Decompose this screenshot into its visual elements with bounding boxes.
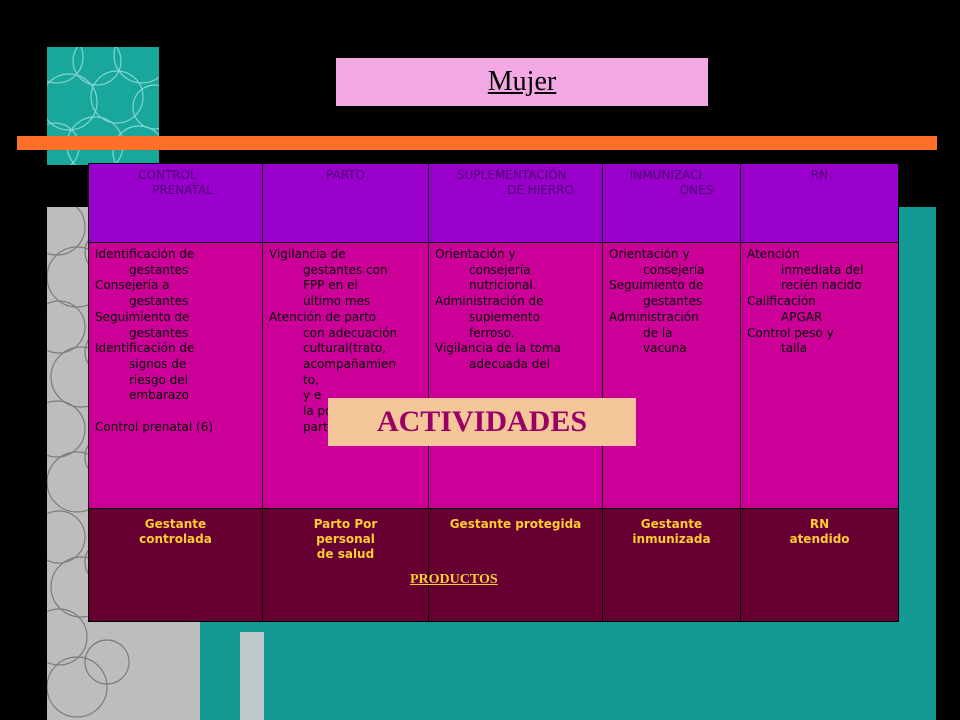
activity-line: FPP en el — [303, 278, 358, 293]
products-label: PRODUCTOS — [410, 572, 498, 587]
activity-line: recién nacido — [781, 278, 862, 293]
product-line: Parto Por — [313, 517, 378, 531]
activity-line: último mes — [303, 294, 371, 309]
activity-line: Orientación y — [435, 247, 516, 261]
product-line: atendido — [789, 532, 850, 546]
activity-line — [95, 404, 256, 420]
activity-line: APGAR — [781, 309, 823, 324]
product-line: Gestante protegida — [449, 517, 582, 531]
product-line: RN — [809, 517, 830, 531]
activity-line: gestantes — [129, 262, 189, 277]
activity-line: con adecuación — [303, 325, 398, 340]
activity-line: signos de — [129, 356, 187, 371]
activity-line: Consejería a — [95, 278, 170, 293]
activity-line: Vigilancia de — [269, 247, 346, 261]
activity-line: adecuada del — [469, 356, 551, 371]
activity-line: Vigilancia de la toma — [435, 341, 562, 356]
activity-line: consejería — [469, 262, 531, 277]
activity-line: gestantes con — [303, 262, 388, 277]
header-cell: PARTO — [262, 163, 429, 243]
slide-title: Mujer — [487, 66, 557, 97]
product-line: controlada — [139, 532, 212, 546]
activity-line: Administración de — [435, 294, 544, 309]
activity-line: to, — [303, 372, 319, 387]
activity-line: Identificación de — [95, 247, 195, 261]
activity-line: consejería — [643, 262, 705, 277]
product-cell: Gestante protegida — [428, 508, 603, 622]
product-line: inmunizada — [632, 532, 711, 546]
activity-line: Administración — [609, 309, 699, 324]
activity-line: acompañamien — [303, 356, 396, 371]
header-cell: RN — [740, 163, 899, 243]
decorative-grey-strip — [240, 632, 264, 720]
activity-line: Calificación — [747, 294, 816, 309]
activity-line: embarazo — [129, 388, 189, 403]
activity-line: Orientación y — [609, 247, 690, 261]
activity-line: Identificación de — [95, 341, 195, 356]
activity-line: Control peso y — [747, 325, 834, 340]
activity-line: talla — [781, 341, 808, 356]
title-box: Mujer — [336, 58, 708, 106]
activity-line: riesgo del — [129, 372, 189, 387]
activity-line: vacuna — [643, 341, 687, 356]
activities-overlay-label: ACTIVIDADES — [376, 405, 588, 438]
activity-line: ferroso. — [469, 325, 515, 340]
activity-line: inmediata del — [781, 262, 864, 277]
activities-overlay: ACTIVIDADES — [328, 398, 636, 446]
activity-line: nutricional. — [469, 278, 537, 293]
product-line: Gestante — [640, 517, 703, 531]
activity-line: suplemento — [469, 309, 540, 324]
product-line: de salud — [316, 547, 375, 561]
activity-line: Seguimiento de — [609, 278, 704, 293]
activity-line: gestantes — [129, 325, 189, 340]
activity-line: de la — [643, 325, 673, 340]
activity-line: Seguimiento de — [95, 309, 190, 324]
activity-line: gestantes — [129, 294, 189, 309]
activity-line: cultural(trato, — [303, 341, 387, 356]
product-line: personal — [316, 532, 375, 546]
activity-line: Atención — [747, 247, 800, 261]
activity-line: y e — [303, 388, 322, 403]
activity-line: Atención de parto — [269, 309, 377, 324]
activity-line: gestantes — [643, 294, 703, 309]
activity-line: Control prenatal (6) — [95, 419, 214, 434]
decorative-orange-bar — [17, 136, 937, 150]
product-line: Gestante — [144, 517, 207, 531]
